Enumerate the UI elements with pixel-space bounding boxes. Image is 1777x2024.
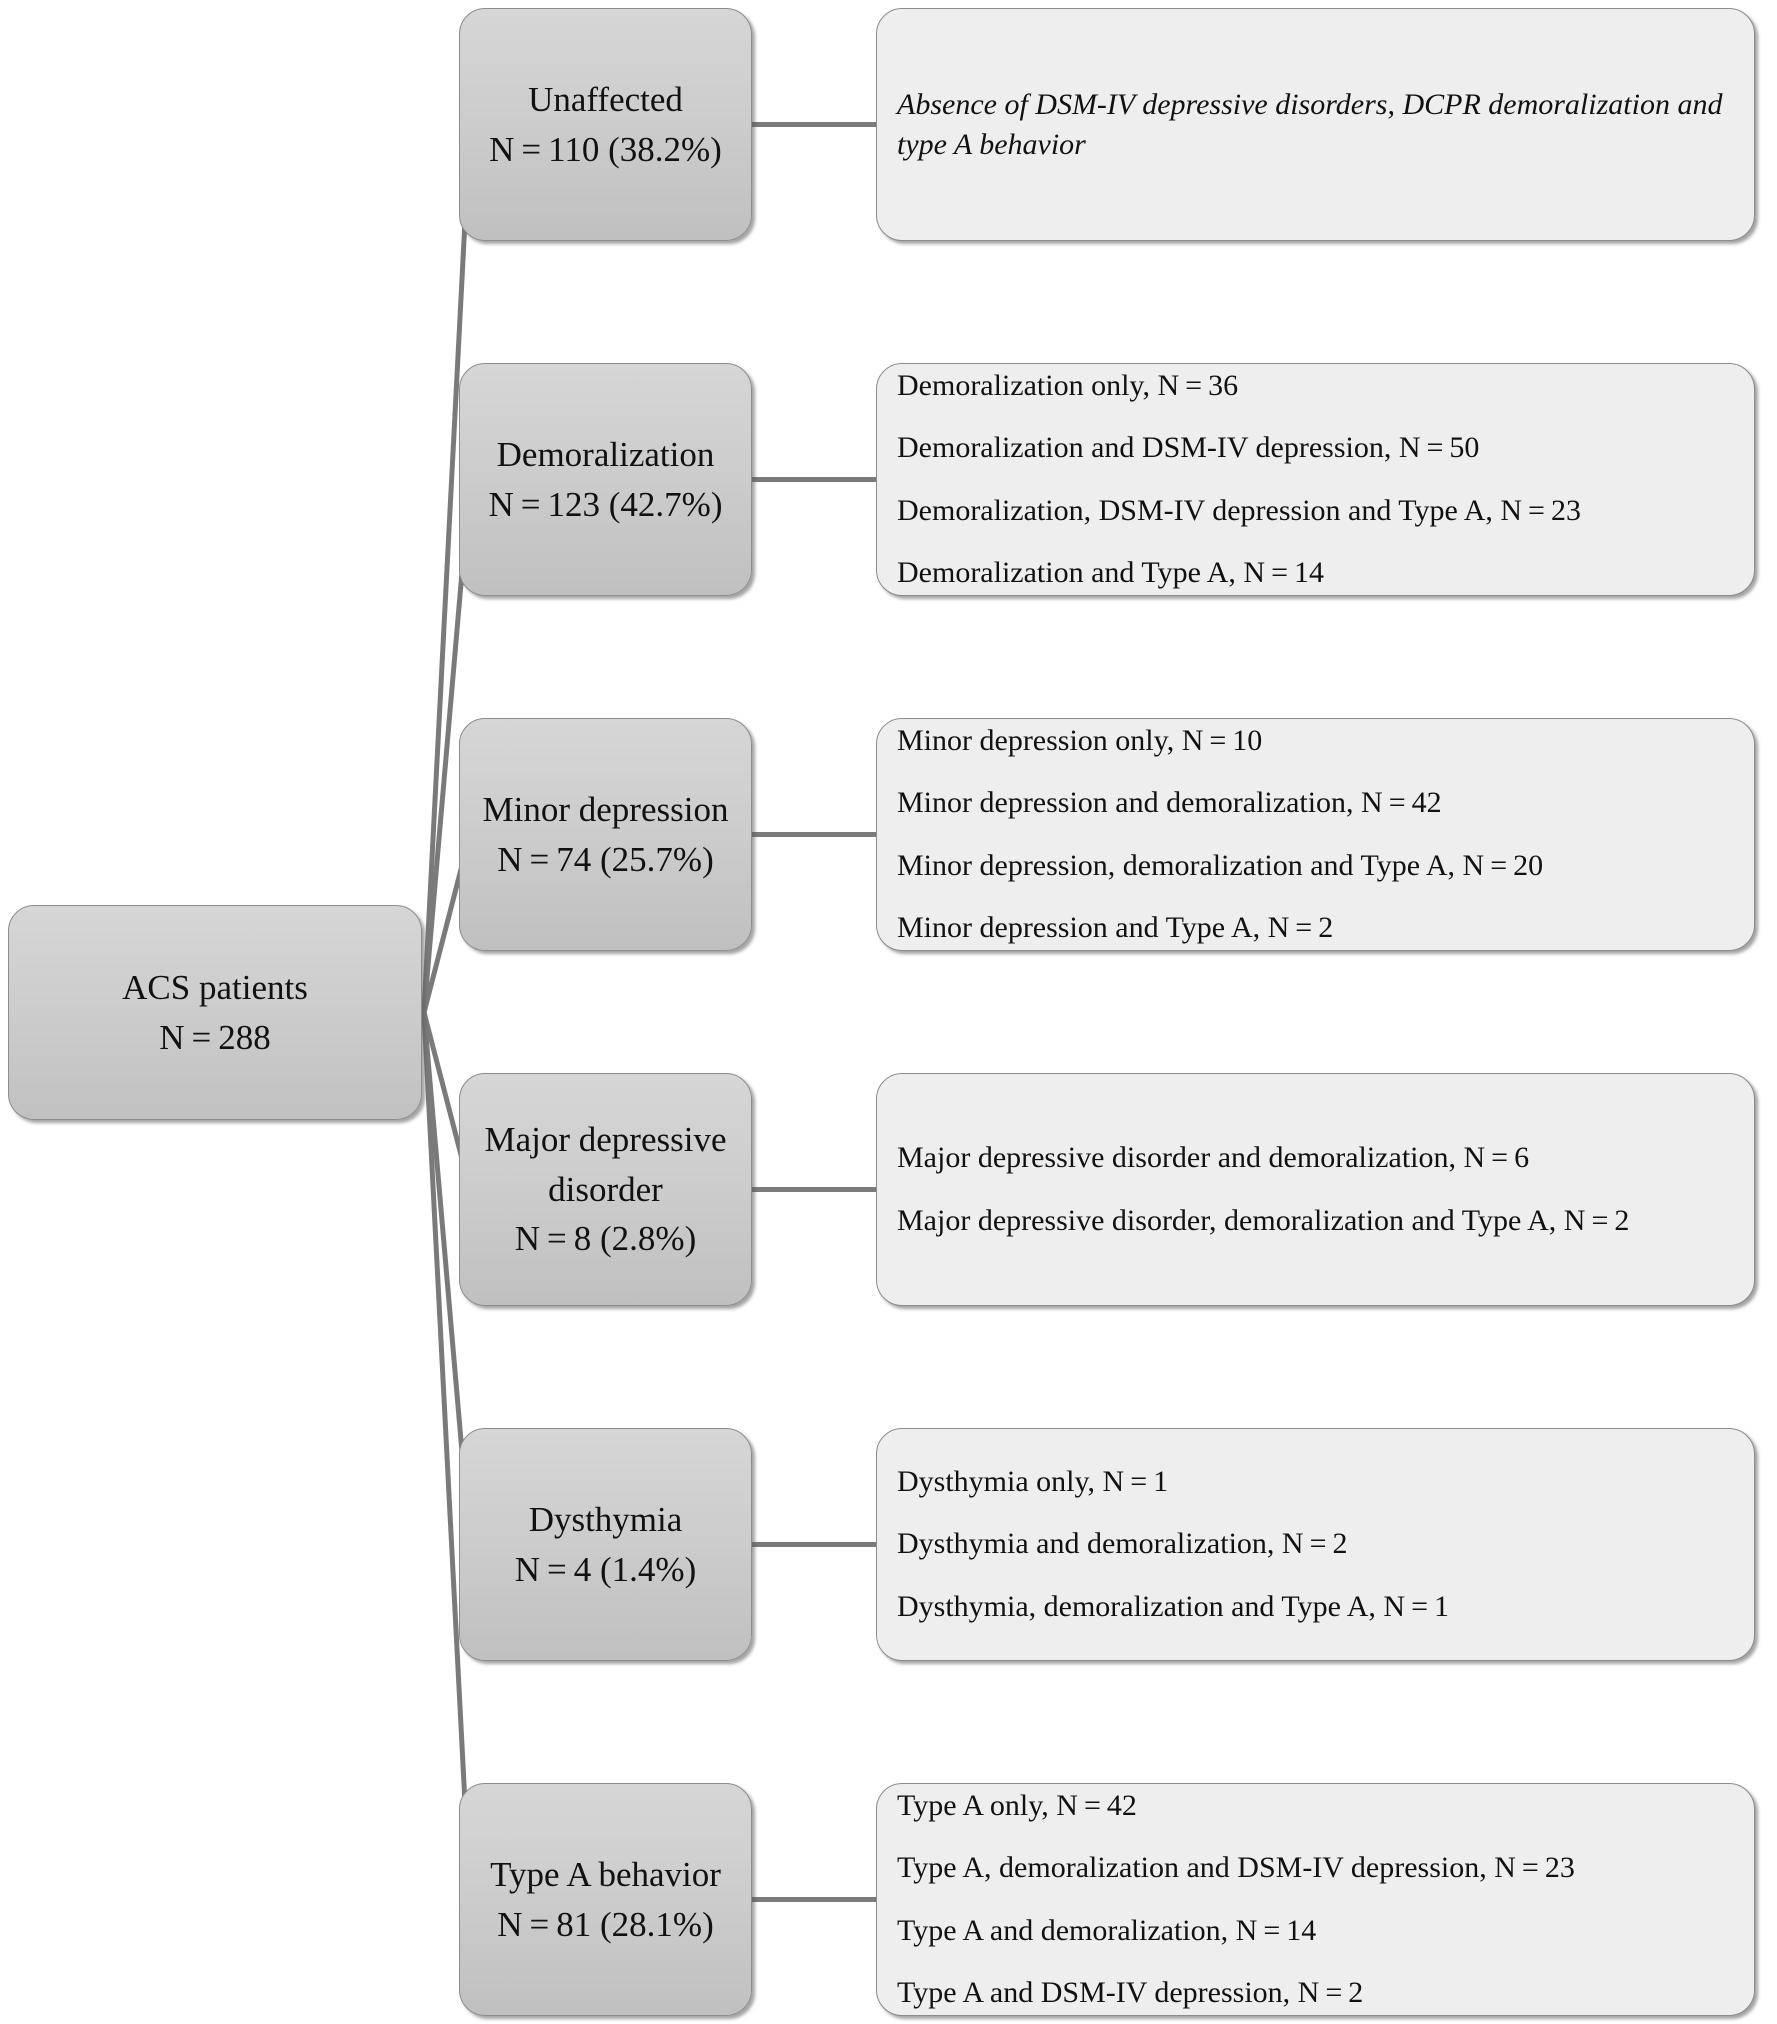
detail-item: Major depressive disorder, demoralizatio… xyxy=(897,1203,1630,1237)
node-unaffected-text: Unaffected N = 110 (38.2%) xyxy=(475,75,736,174)
node-dysthymia-title: Dysthymia xyxy=(528,1499,683,1539)
detail-box-unaffected: Absence of DSM-IV depressive disorders, … xyxy=(876,8,1755,241)
node-minor-depression[interactable]: Minor depression N = 74 (25.7%) xyxy=(459,718,752,951)
node-minor-depression-text: Minor depression N = 74 (25.7%) xyxy=(469,785,743,884)
node-type-a-behavior-text: Type A behavior N = 81 (28.1%) xyxy=(476,1850,735,1949)
detail-list-major-depressive-disorder: Major depressive disorder and demoraliza… xyxy=(877,1139,1754,1239)
node-major-depressive-disorder[interactable]: Major depressive disorder N = 8 (2.8%) xyxy=(459,1073,752,1306)
detail-item: Demoralization, DSM-IV depression and Ty… xyxy=(897,493,1581,527)
detail-item: Type A and demoralization, N = 14 xyxy=(897,1913,1317,1947)
detail-item: Demoralization and DSM-IV depression, N … xyxy=(897,431,1480,465)
detail-box-type-a-behavior: Type A only, N = 42 Type A, demoralizati… xyxy=(876,1783,1755,2016)
node-major-depressive-disorder-title-line1: Major depressive xyxy=(484,1119,727,1159)
node-type-a-behavior-count: N = 81 (28.1%) xyxy=(497,1904,714,1944)
node-major-depressive-disorder-text: Major depressive disorder N = 8 (2.8%) xyxy=(470,1115,740,1264)
node-major-depressive-disorder-title-line2: disorder xyxy=(548,1169,663,1209)
detail-item: Absence of DSM-IV depressive disorders, … xyxy=(897,87,1723,161)
node-demoralization-title: Demoralization xyxy=(496,434,715,474)
detail-box-major-depressive-disorder: Major depressive disorder and demoraliza… xyxy=(876,1073,1755,1306)
detail-list-dysthymia: Dysthymia only, N = 1 Dysthymia and demo… xyxy=(877,1463,1754,1625)
detail-list-minor-depression: Minor depression only, N = 10 Minor depr… xyxy=(877,722,1754,946)
node-acs-patients-title: ACS patients xyxy=(122,967,308,1007)
detail-list-type-a-behavior: Type A only, N = 42 Type A, demoralizati… xyxy=(877,1787,1754,2011)
node-demoralization[interactable]: Demoralization N = 123 (42.7%) xyxy=(459,363,752,596)
detail-item: Minor depression, demoralization and Typ… xyxy=(897,848,1544,882)
node-acs-patients[interactable]: ACS patients N = 288 xyxy=(8,905,422,1120)
node-dysthymia-count: N = 4 (1.4%) xyxy=(514,1549,697,1589)
node-major-depressive-disorder-count: N = 8 (2.8%) xyxy=(514,1219,697,1259)
node-unaffected-count: N = 110 (38.2%) xyxy=(489,129,722,169)
detail-item: Dysthymia and demoralization, N = 2 xyxy=(897,1527,1348,1561)
detail-item: Major depressive disorder and demoraliza… xyxy=(897,1141,1530,1175)
detail-item: Minor depression and Type A, N = 2 xyxy=(897,910,1334,944)
detail-item: Minor depression only, N = 10 xyxy=(897,724,1263,758)
node-dysthymia-text: Dysthymia N = 4 (1.4%) xyxy=(501,1495,711,1594)
detail-list-demoralization: Demoralization only, N = 36 Demoralizati… xyxy=(877,367,1754,591)
detail-item: Minor depression and demoralization, N =… xyxy=(897,786,1442,820)
detail-box-dysthymia: Dysthymia only, N = 1 Dysthymia and demo… xyxy=(876,1428,1755,1661)
detail-item: Type A and DSM-IV depression, N = 2 xyxy=(897,1975,1364,2009)
detail-box-demoralization: Demoralization only, N = 36 Demoralizati… xyxy=(876,363,1755,596)
node-acs-patients-count: N = 288 xyxy=(159,1017,271,1057)
node-minor-depression-count: N = 74 (25.7%) xyxy=(497,839,714,879)
node-unaffected[interactable]: Unaffected N = 110 (38.2%) xyxy=(459,8,752,241)
node-unaffected-title: Unaffected xyxy=(528,79,683,119)
detail-item: Demoralization only, N = 36 xyxy=(897,369,1239,403)
detail-item: Demoralization and Type A, N = 14 xyxy=(897,555,1325,589)
detail-item: Type A only, N = 42 xyxy=(897,1789,1137,1823)
node-acs-patients-text: ACS patients N = 288 xyxy=(108,963,322,1062)
node-dysthymia[interactable]: Dysthymia N = 4 (1.4%) xyxy=(459,1428,752,1661)
node-minor-depression-title: Minor depression xyxy=(482,789,729,829)
detail-item: Dysthymia only, N = 1 xyxy=(897,1465,1169,1499)
detail-item: Dysthymia, demoralization and Type A, N … xyxy=(897,1589,1450,1623)
node-demoralization-text: Demoralization N = 123 (42.7%) xyxy=(475,430,737,529)
detail-list-unaffected: Absence of DSM-IV depressive disorders, … xyxy=(877,85,1754,165)
detail-box-minor-depression: Minor depression only, N = 10 Minor depr… xyxy=(876,718,1755,951)
node-type-a-behavior-title: Type A behavior xyxy=(490,1854,721,1894)
detail-item: Type A, demoralization and DSM-IV depres… xyxy=(897,1851,1575,1885)
node-type-a-behavior[interactable]: Type A behavior N = 81 (28.1%) xyxy=(459,1783,752,2016)
node-demoralization-count: N = 123 (42.7%) xyxy=(488,484,723,524)
